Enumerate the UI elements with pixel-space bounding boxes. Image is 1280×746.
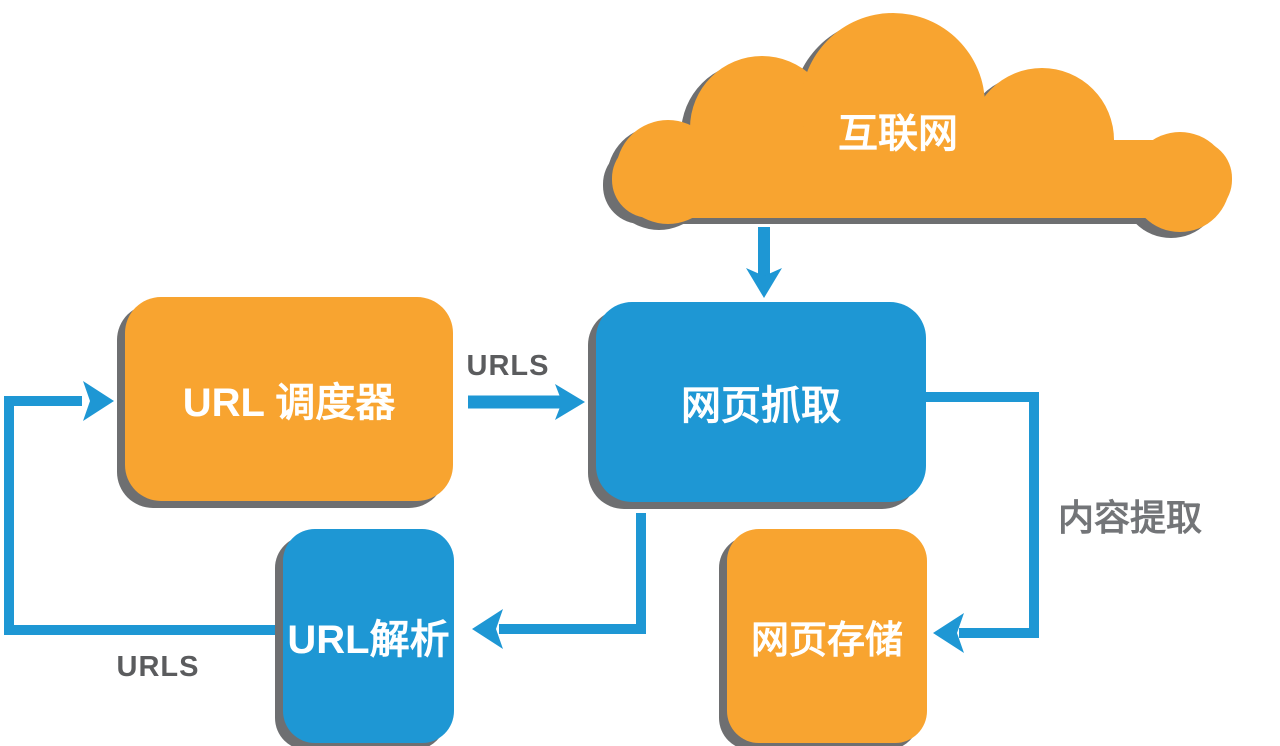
edge-label-content-extraction: 内容提取 [1058,497,1203,538]
node-page-storage-label: 网页存储 [750,619,903,662]
arrow-parser-to-scheduler-shaft [4,396,284,635]
node-url-parser-label: URL解析 [287,618,450,662]
node-page-storage: 网页存储 [727,529,927,743]
arrow-fetcher-to-parser-head-icon [472,609,503,649]
node-url-parser: URL解析 [283,529,454,743]
edge-label-urls-bottom: URLS [116,651,200,683]
node-url-scheduler: URL 调度器 [125,297,453,501]
connector-arrows [4,227,1039,653]
node-url-scheduler-label: URL 调度器 [182,381,396,425]
node-page-fetcher: 网页抓取 [596,302,926,502]
node-page-fetcher-label: 网页抓取 [681,384,841,428]
edge-label-urls-top: URLS [466,350,550,382]
arrow-fetcher-to-storage-shaft [925,392,1039,638]
node-internet-label: 互联网 [838,112,958,156]
internet-cloud-icon [612,13,1232,232]
arrow-fetcher-to-storage-head-icon [933,613,964,653]
arrow-fetcher-to-parser-shaft [499,513,646,634]
arrow-parser-to-scheduler-head-icon [83,381,114,421]
arrow-internet-to-fetcher-head-icon [746,268,782,298]
arrow-scheduler-to-fetcher-head-icon [555,384,585,420]
